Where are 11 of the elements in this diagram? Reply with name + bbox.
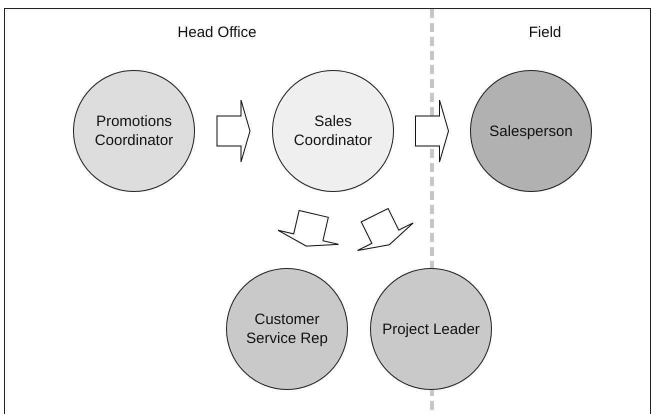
role-label: Sales Coordinator	[292, 112, 374, 150]
section-heading: Head Office	[178, 24, 256, 41]
block-arrow	[357, 208, 414, 251]
block-arrow	[415, 100, 450, 162]
section-heading: Field	[528, 24, 562, 41]
role-label: Salesperson	[489, 122, 573, 140]
block-arrow	[278, 210, 339, 247]
role-label: Customer Service Rep	[245, 310, 329, 348]
block-arrow	[216, 100, 251, 162]
role-label: Promotions Coordinator	[94, 112, 174, 150]
role-label: Project Leader	[382, 320, 480, 338]
